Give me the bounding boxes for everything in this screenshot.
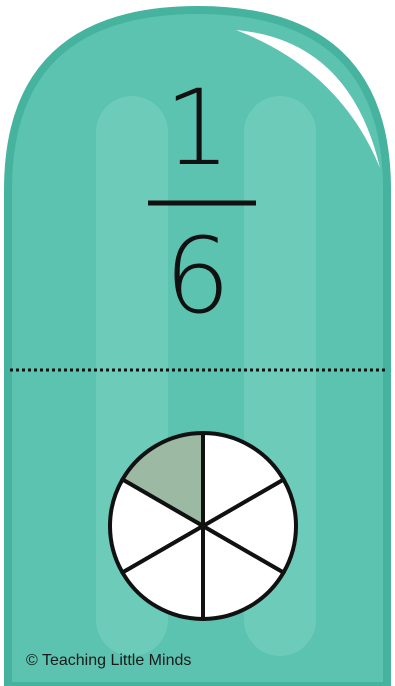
- copyright-text: © Teaching Little Minds: [26, 652, 191, 670]
- numerator: 1: [0, 76, 395, 180]
- denominator: 6: [0, 224, 395, 328]
- fraction-pie: [110, 433, 296, 619]
